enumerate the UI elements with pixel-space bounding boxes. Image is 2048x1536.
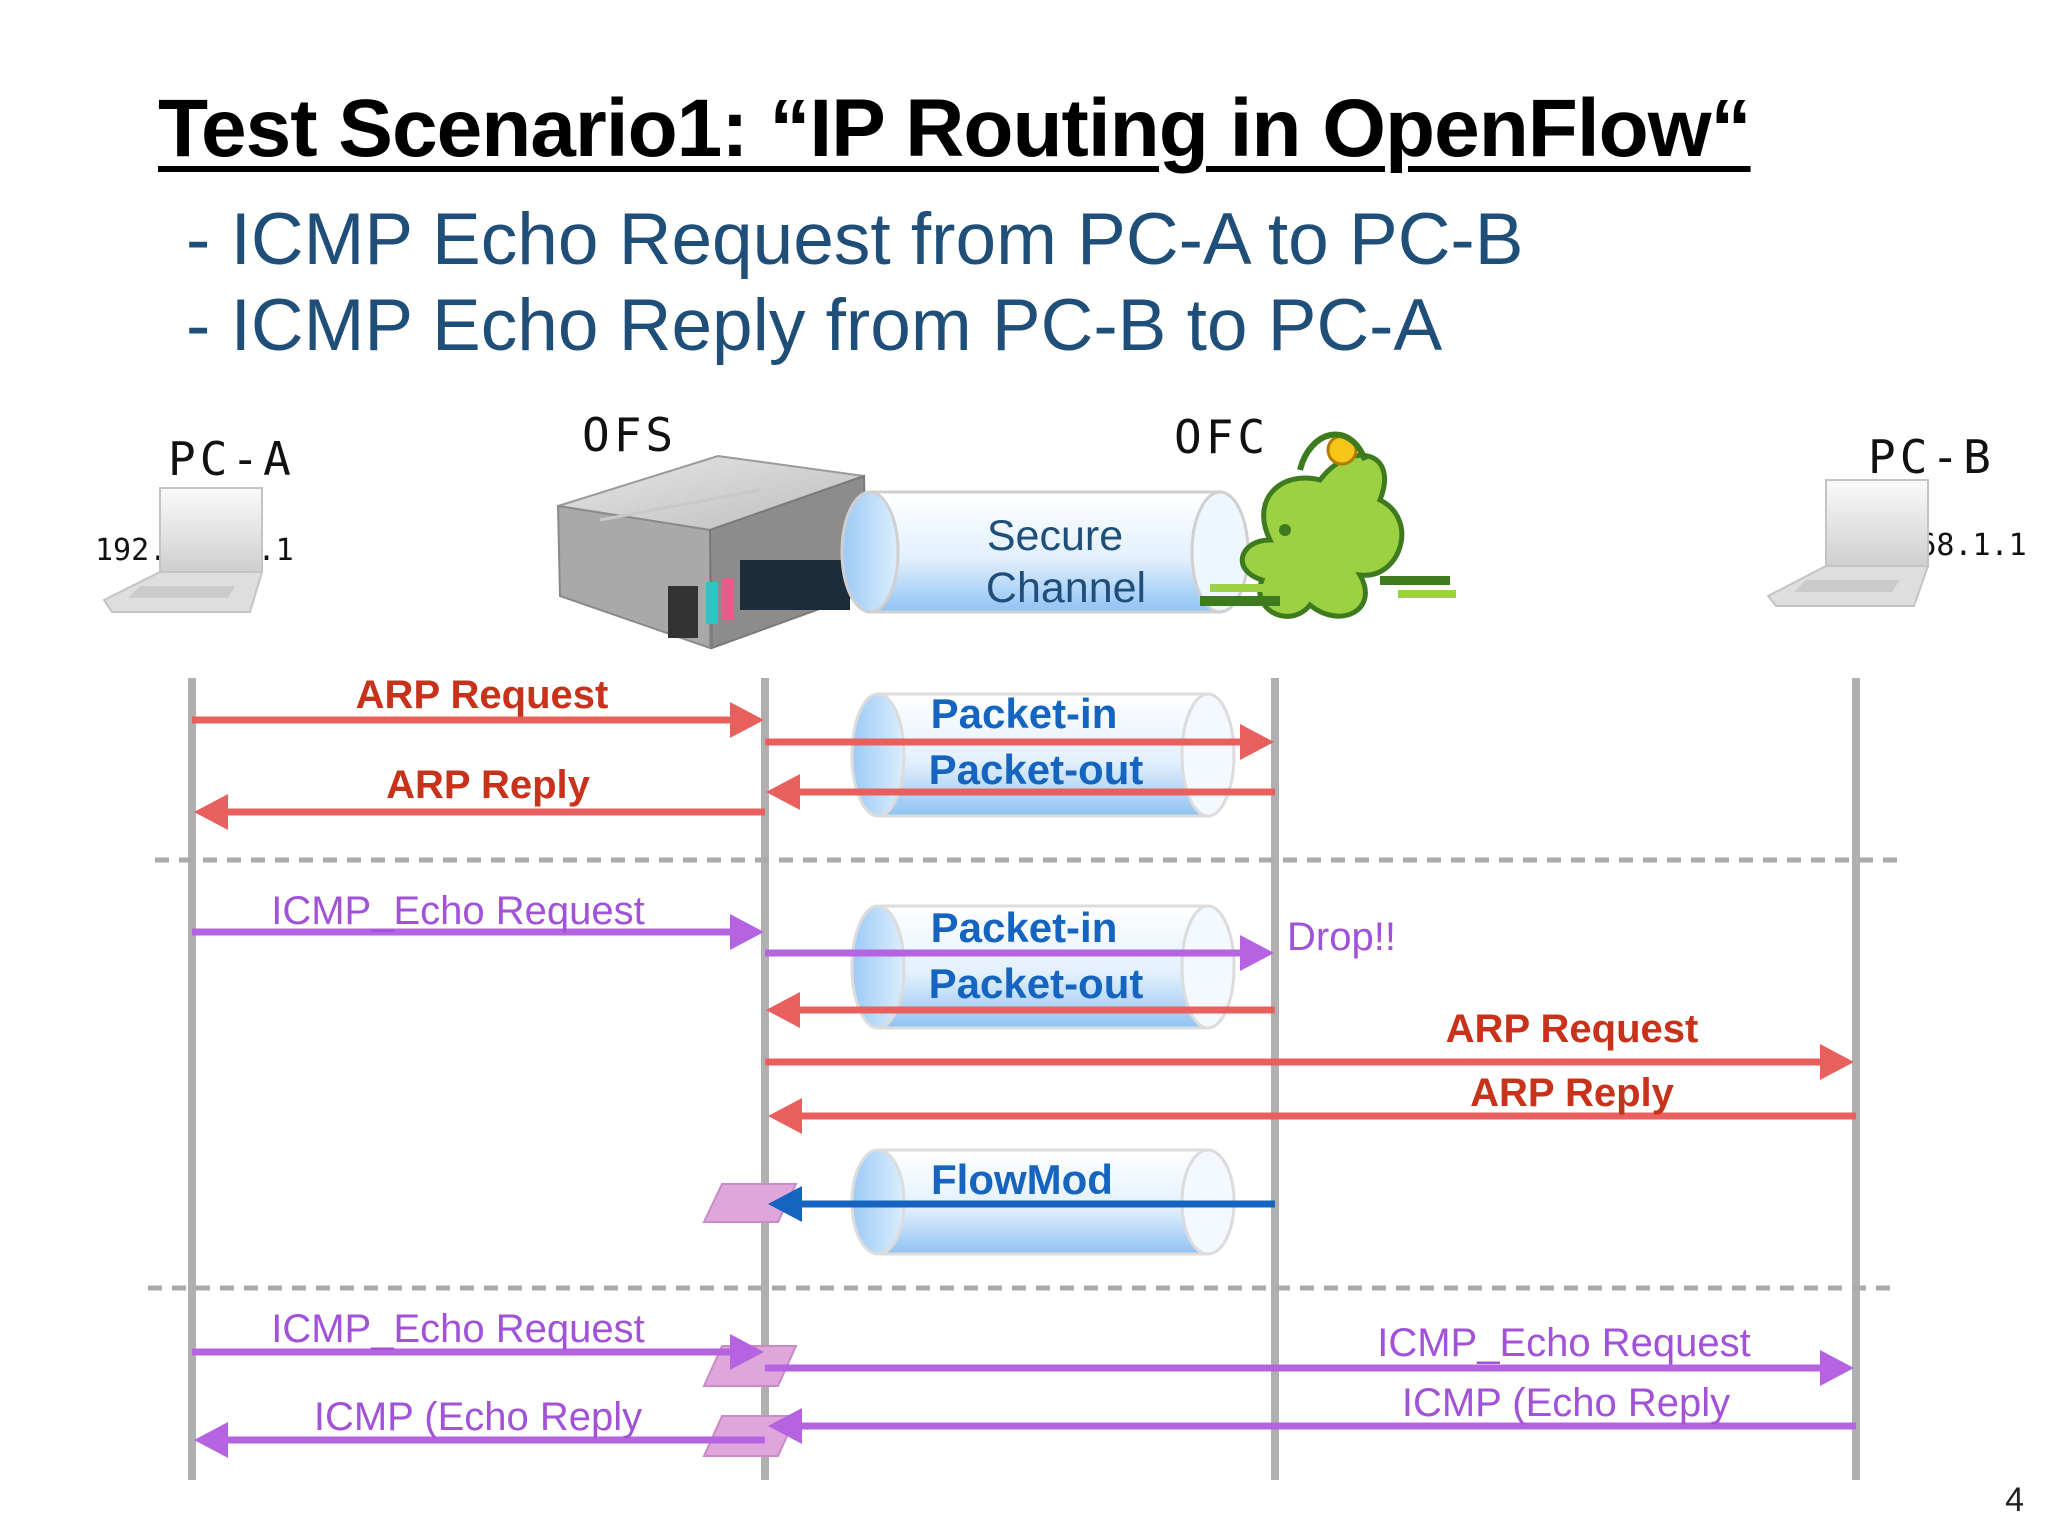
flow-entry-marker-1 — [702, 1183, 798, 1223]
label-packet-in-1: Packet-in — [931, 690, 1118, 737]
label-icmp-request-1: ICMP_Echo Request — [271, 889, 645, 933]
pc-b-label: PC-B — [1868, 430, 1995, 484]
label-packet-in-2: Packet-in — [931, 904, 1118, 951]
arrow-packet-out-1 — [766, 774, 1275, 810]
arrow-arp-request-2 — [765, 1044, 1854, 1080]
ofc-dragon-icon — [1200, 431, 1456, 619]
label-icmp-request-2: ICMP_Echo Request — [271, 1307, 645, 1351]
arrow-flowmod — [768, 1186, 1275, 1222]
pc-a-laptop-icon — [102, 487, 264, 613]
arrow-icmp-request-2 — [192, 1334, 764, 1370]
ofs-label: OFS — [582, 408, 678, 462]
arrow-arp-reply-2 — [768, 1098, 1856, 1134]
flow-entry-marker-2 — [702, 1345, 798, 1387]
bullet-echo-reply: - ICMP Echo Reply from PC-B to PC-A — [186, 285, 1443, 366]
pc-b-laptop-icon — [1766, 479, 1930, 607]
label-icmp-reply-1: ICMP (Echo Reply — [314, 1395, 642, 1439]
label-icmp-request-3: ICMP_Echo Request — [1377, 1321, 1751, 1365]
arrow-packet-in-2 — [765, 935, 1274, 971]
label-arp-request-2: ARP Request — [1446, 1007, 1699, 1051]
label-arp-request-1: ARP Request — [356, 673, 609, 717]
arrow-packet-out-2 — [766, 992, 1275, 1028]
secure-channel-tube: Secure Channel — [840, 490, 1250, 614]
label-arp-reply-2: ARP Reply — [1470, 1071, 1675, 1115]
arrow-icmp-request-3 — [765, 1350, 1854, 1386]
control-tube-1 — [850, 692, 1236, 818]
arrow-arp-reply-1 — [194, 794, 765, 830]
arrow-packet-in-1 — [765, 724, 1274, 760]
label-packet-out-2: Packet-out — [929, 960, 1144, 1007]
lifelines — [188, 678, 1860, 1480]
ofc-label: OFC — [1174, 410, 1270, 464]
label-icmp-reply-2: ICMP (Echo Reply — [1402, 1381, 1730, 1425]
secure-channel-line2: Channel — [986, 564, 1146, 612]
label-packet-out-1: Packet-out — [929, 746, 1144, 793]
page-number: 4 — [2005, 1481, 2024, 1519]
secure-channel-line1: Secure — [987, 512, 1123, 560]
label-arp-reply-1: ARP Reply — [386, 763, 591, 807]
arrow-arp-request-1 — [192, 702, 764, 738]
bullet-echo-request: - ICMP Echo Request from PC-A to PC-B — [186, 199, 1524, 280]
ofs-switch-icon — [556, 454, 868, 650]
label-flowmod: FlowMod — [931, 1156, 1113, 1203]
label-drop: Drop!! — [1287, 915, 1396, 959]
arrow-icmp-reply-1 — [194, 1422, 765, 1458]
arrow-icmp-reply-2 — [768, 1408, 1856, 1444]
pc-a-label: PC-A — [168, 432, 295, 486]
slide-title: Test Scenario1: “IP Routing in OpenFlow“ — [158, 83, 1752, 174]
arrow-icmp-request-1 — [192, 914, 764, 950]
